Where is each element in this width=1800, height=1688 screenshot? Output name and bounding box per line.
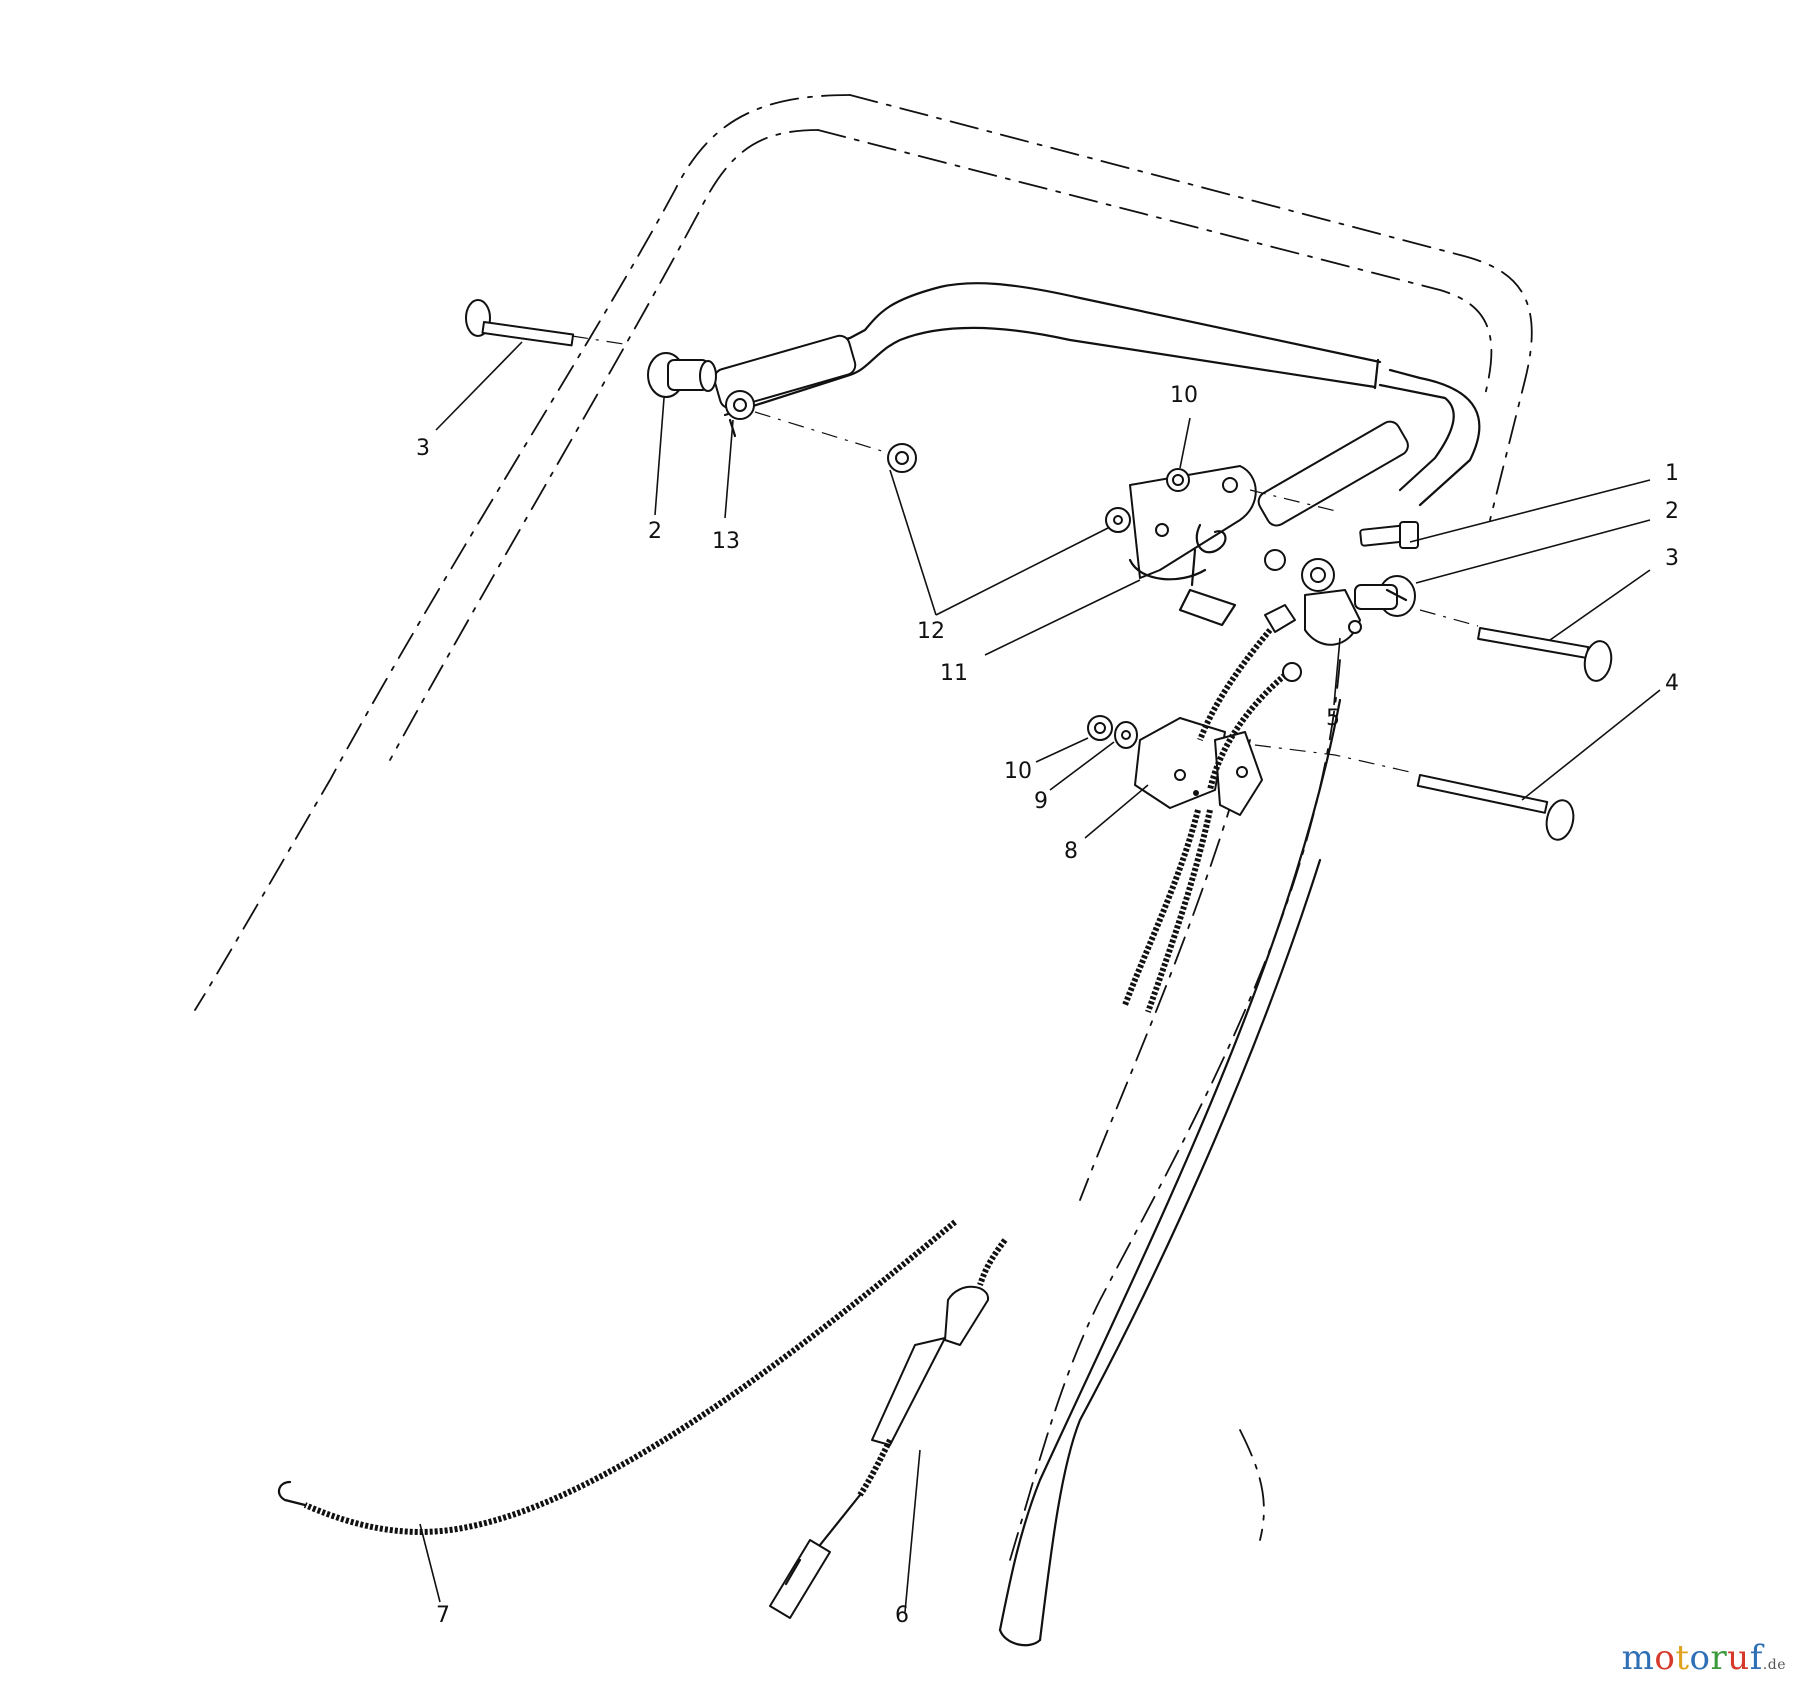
right-spacer-bushing: [1354, 575, 1416, 617]
watermark-logo: motoruf.de: [1622, 1638, 1786, 1678]
cable-clamp: [1134, 717, 1263, 816]
clamp-nut: [1087, 715, 1113, 741]
clamp-washer: [1114, 721, 1138, 749]
cam-lever: [1301, 558, 1362, 646]
main-handle-phantom: [194, 94, 1533, 1561]
control-cables: [277, 588, 1302, 1619]
bracket: [1128, 465, 1341, 587]
callout-10-lower: 10: [1004, 759, 1032, 784]
watermark-letter: f: [1749, 1638, 1763, 1678]
callout-3-right: 3: [1665, 546, 1679, 571]
callout-13: 13: [712, 529, 740, 554]
callout-7: 7: [436, 1603, 450, 1628]
callout-5: 5: [1326, 706, 1340, 731]
upper-nut: [1166, 468, 1190, 492]
hex-bolt: [1359, 521, 1419, 549]
right-carriage-bolt-lower: [1254, 744, 1575, 841]
watermark-tld: .de: [1762, 1657, 1786, 1673]
callout-12: 12: [917, 619, 945, 644]
leader-lines: [419, 341, 1661, 1613]
callout-10-upper: 10: [1170, 383, 1198, 408]
callout-9: 9: [1034, 789, 1048, 814]
control-bail: [713, 282, 1481, 571]
watermark-letter: m: [1621, 1638, 1655, 1678]
callout-11: 11: [940, 661, 968, 686]
watermark-letter: o: [1689, 1638, 1711, 1678]
callout-3-left: 3: [416, 436, 430, 461]
left-spacer-bushing: [647, 352, 717, 398]
callout-2-left: 2: [648, 519, 662, 544]
callout-8: 8: [1064, 839, 1078, 864]
watermark-letter: u: [1727, 1638, 1750, 1678]
left-locknut: [754, 411, 917, 473]
watermark-letter: t: [1675, 1638, 1690, 1678]
right-carriage-bolt-upper: [1419, 609, 1613, 682]
watermark-letter: o: [1654, 1638, 1676, 1678]
left-carriage-bolt: [465, 299, 631, 347]
upper-washer: [1105, 507, 1131, 533]
lower-handle-tube: [998, 698, 1342, 1647]
callout-6: 6: [895, 1603, 909, 1628]
callout-4: 4: [1665, 671, 1679, 696]
callout-2-right: 2: [1665, 499, 1679, 524]
callouts: 1 2 2 3 3 4 5 6 7 8 9 10 10 11 12 13: [416, 383, 1679, 1628]
callout-1: 1: [1665, 461, 1679, 486]
watermark-letter: r: [1710, 1638, 1728, 1678]
